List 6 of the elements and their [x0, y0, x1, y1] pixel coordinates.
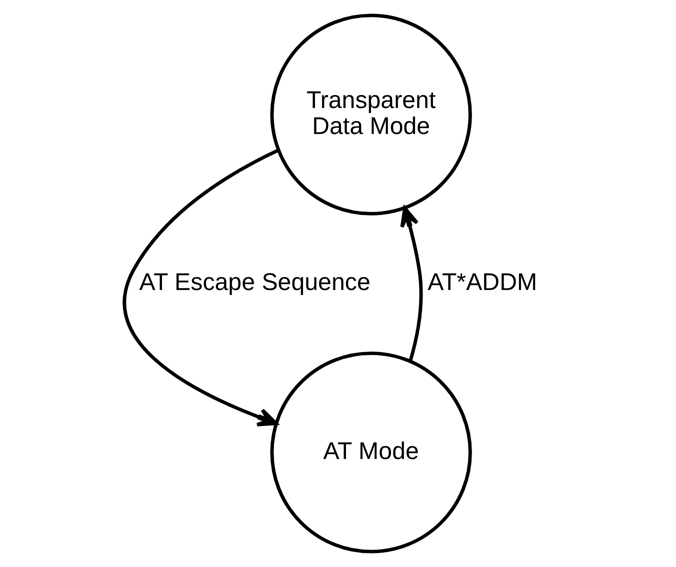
node-circle: AT Mode — [270, 352, 472, 554]
edge-label: AT Escape Sequence — [139, 268, 370, 296]
node-circle: Transparent Data Mode — [270, 14, 472, 216]
arrow — [122, 148, 280, 426]
arrow — [400, 206, 423, 362]
edge-label: AT*ADDM — [428, 268, 538, 296]
